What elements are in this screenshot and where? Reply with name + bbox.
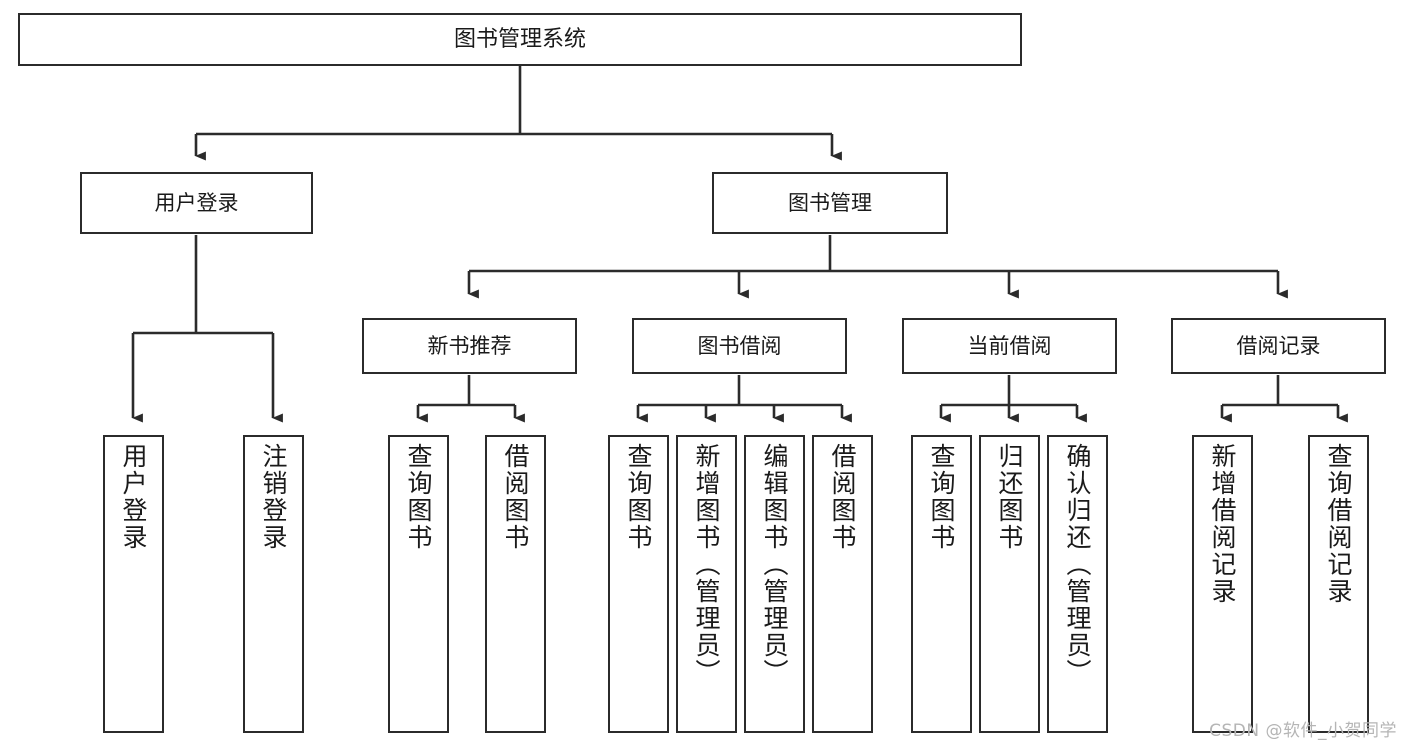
node-label: 图书管理 <box>788 190 872 215</box>
leaf-book-borrow-query[interactable]: 查询图书 <box>608 435 669 733</box>
node-label: 新书推荐 <box>427 333 512 358</box>
leaf-book-borrow-add-admin[interactable]: 新增图书（管理员） <box>676 435 737 733</box>
leaf-new-book-borrow[interactable]: 借阅图书 <box>485 435 546 733</box>
node-label: 用户登录 <box>154 190 239 215</box>
node-label: 确认归还（管理员） <box>1063 443 1092 686</box>
node-current-borrow[interactable]: 当前借阅 <box>902 318 1117 374</box>
watermark-text: CSDN @软件_小贺同学 <box>1209 721 1397 741</box>
node-label: 新增图书（管理员） <box>692 443 721 686</box>
node-label: 图书管理系统 <box>453 26 586 52</box>
leaf-user-login-login[interactable]: 用户登录 <box>103 435 164 733</box>
node-label: 借阅图书 <box>828 443 857 551</box>
leaf-current-borrow-return[interactable]: 归还图书 <box>979 435 1040 733</box>
leaf-records-query[interactable]: 查询借阅记录 <box>1308 435 1369 733</box>
leaf-book-borrow-edit-admin[interactable]: 编辑图书（管理员） <box>744 435 805 733</box>
leaf-user-login-logout[interactable]: 注销登录 <box>243 435 304 733</box>
node-borrow-records[interactable]: 借阅记录 <box>1171 318 1386 374</box>
node-root-system[interactable]: 图书管理系统 <box>18 13 1022 66</box>
node-book-borrow[interactable]: 图书借阅 <box>632 318 847 374</box>
node-user-login[interactable]: 用户登录 <box>80 172 313 234</box>
node-label: 借阅图书 <box>501 443 530 551</box>
node-label: 查询图书 <box>624 443 653 551</box>
leaf-book-borrow-borrow[interactable]: 借阅图书 <box>812 435 873 733</box>
node-label: 归还图书 <box>995 443 1024 551</box>
leaf-new-book-query[interactable]: 查询图书 <box>388 435 449 733</box>
node-label: 当前借阅 <box>967 333 1052 358</box>
node-new-book-recommend[interactable]: 新书推荐 <box>362 318 577 374</box>
node-label: 借阅记录 <box>1236 333 1321 358</box>
node-book-management[interactable]: 图书管理 <box>712 172 948 234</box>
node-label: 用户登录 <box>119 443 148 551</box>
node-label: 注销登录 <box>259 443 288 551</box>
node-label: 新增借阅记录 <box>1208 443 1237 605</box>
node-label: 查询图书 <box>927 443 956 551</box>
node-label: 查询图书 <box>404 443 433 551</box>
node-label: 图书借阅 <box>697 333 782 358</box>
leaf-current-borrow-confirm-admin[interactable]: 确认归还（管理员） <box>1047 435 1108 733</box>
leaf-records-add[interactable]: 新增借阅记录 <box>1192 435 1253 733</box>
leaf-current-borrow-query[interactable]: 查询图书 <box>911 435 972 733</box>
node-label: 查询借阅记录 <box>1324 443 1353 605</box>
node-label: 编辑图书（管理员） <box>760 443 789 686</box>
